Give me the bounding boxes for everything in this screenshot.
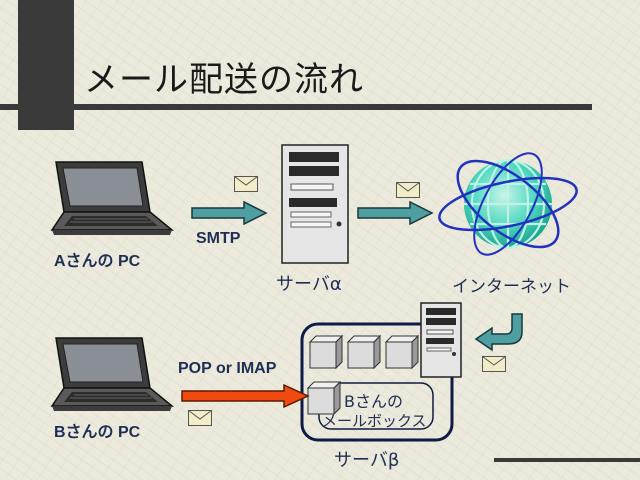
envelope-icon xyxy=(482,356,506,372)
envelope-icon xyxy=(234,176,258,192)
mailbox-label-line1: Bさんの xyxy=(344,392,403,411)
pc-b-label: Bさんの PC xyxy=(54,424,141,441)
pop-imap-arrow xyxy=(181,383,310,409)
smtp-arrow xyxy=(191,200,268,226)
laptop-b-icon xyxy=(50,337,175,411)
pc-a-label: Aさんの PC xyxy=(54,253,141,270)
mailbox-cubes-row xyxy=(308,334,420,370)
mailbox-label-line2: メールボックス xyxy=(322,412,427,430)
laptop-a-icon xyxy=(50,161,175,235)
corner-block xyxy=(18,0,74,130)
bottom-rule xyxy=(494,458,640,462)
server-alpha-icon xyxy=(281,144,349,264)
internet-label: インターネット xyxy=(452,277,571,297)
curved-arrow-icon xyxy=(474,313,523,352)
server-alpha-label: サーバα xyxy=(276,274,342,295)
server-beta-frame xyxy=(300,322,454,442)
globe-icon xyxy=(438,152,578,256)
server-beta-label: サーバβ xyxy=(334,450,400,471)
smtp-label: SMTP xyxy=(196,230,241,247)
pop-imap-label: POP or IMAP xyxy=(178,360,277,377)
envelope-icon xyxy=(188,410,212,426)
mailbox-box-icon xyxy=(306,380,342,416)
envelope-icon xyxy=(396,182,420,198)
server-beta-icon xyxy=(420,302,462,378)
relay-arrow xyxy=(357,200,434,226)
title-rule xyxy=(0,104,592,110)
page-title: メール配送の流れ xyxy=(84,60,364,100)
